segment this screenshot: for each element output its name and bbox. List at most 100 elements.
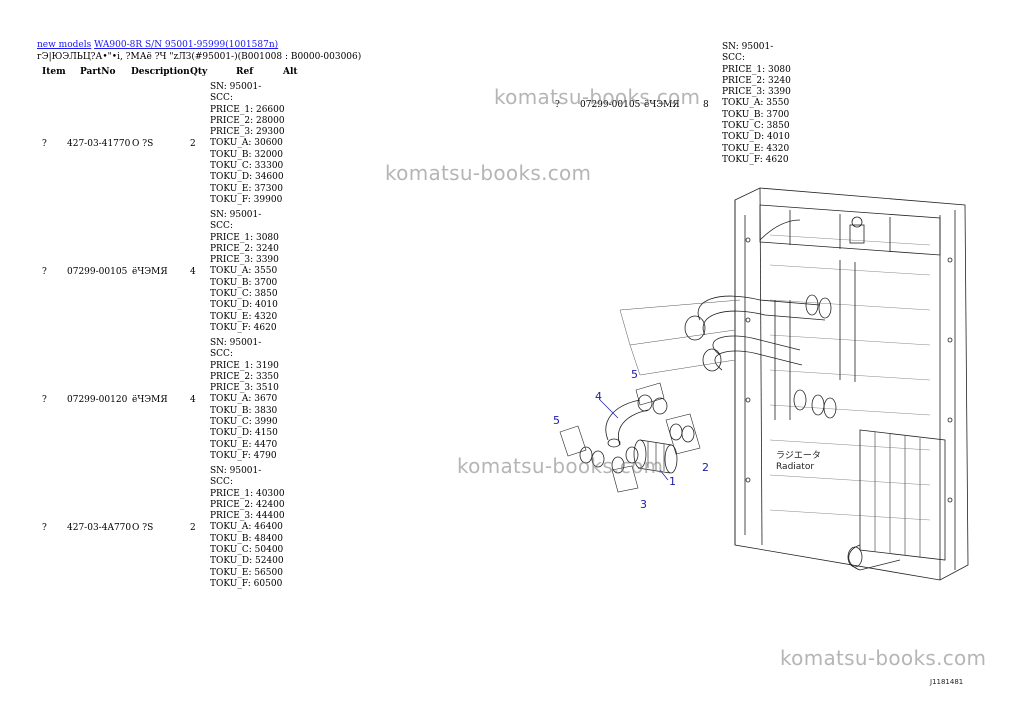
ref-line: PRICE_2: 3240 xyxy=(722,75,791,86)
ref-line: SN: 95001- xyxy=(210,338,262,348)
ref-line: PRICE_3: 3510 xyxy=(210,383,279,394)
ref-line: PRICE_3: 3390 xyxy=(722,87,791,98)
row-description: ёЧЭМЯ xyxy=(644,100,680,110)
ref-line: TOKU_B: 3700 xyxy=(210,277,278,288)
ref-line: TOKU_B: 32000 xyxy=(210,149,284,160)
ref-line: SCC: xyxy=(210,93,233,104)
ref-line: PRICE_3: 29300 xyxy=(210,127,285,138)
ref-line: PRICE_1: 40300 xyxy=(210,488,285,499)
ref-line: TOKU_F: 39900 xyxy=(210,194,283,205)
row-partno: 07299-00105 xyxy=(580,100,641,110)
ref-line: TOKU_D: 4150 xyxy=(210,428,278,439)
ref-line: PRICE_2: 28000 xyxy=(210,115,285,126)
ref-line: TOKU_B: 3700 xyxy=(722,109,790,120)
row-item: ? xyxy=(42,267,47,277)
radiator-label-jp: ラジエータ xyxy=(776,450,821,461)
page-subtitle: гЭ|ЮЭЛЬЦ?А•"•і, ?МАё ?Ч "zЛЗ(#95001-)(B0… xyxy=(37,52,362,62)
row-description: ёЧЭМЯ xyxy=(132,395,168,405)
ref-line: TOKU_A: 3670 xyxy=(210,394,278,405)
breadcrumb: new models WA900-8R S/N 95001-95999(1001… xyxy=(37,40,278,50)
exploded-parts xyxy=(559,382,701,493)
row-item: ? xyxy=(555,100,560,110)
ref-line: TOKU_E: 4320 xyxy=(722,143,790,154)
ref-line: PRICE_1: 3080 xyxy=(722,64,791,75)
ref-line: TOKU_F: 4620 xyxy=(722,154,789,165)
ref-line: TOKU_A: 46400 xyxy=(210,522,283,533)
header-alt: Alt xyxy=(283,67,298,77)
breadcrumb-link-model[interactable]: WA900-8R S/N 95001-95999(1001587n) xyxy=(94,40,279,50)
ref-line: TOKU_B: 48400 xyxy=(210,533,284,544)
ref-line: SCC: xyxy=(210,221,233,232)
ref-line: TOKU_C: 50400 xyxy=(210,545,284,556)
ref-line: TOKU_E: 37300 xyxy=(210,183,283,194)
ref-line: TOKU_E: 56500 xyxy=(210,567,283,578)
row-partno: 427-03-4A770 xyxy=(67,523,132,533)
ref-line: TOKU_A: 3550 xyxy=(722,98,790,109)
ref-line: TOKU_E: 4470 xyxy=(210,439,278,450)
ref-line: TOKU_C: 3990 xyxy=(210,417,278,428)
row-qty: 4 xyxy=(190,267,196,277)
row-description: ёЧЭМЯ xyxy=(132,267,168,277)
callout-3: 3 xyxy=(640,498,647,511)
header-ref: Ref xyxy=(236,67,254,77)
ref-line: PRICE_1: 3190 xyxy=(210,360,279,371)
row-description: O ?S xyxy=(132,523,154,533)
row-ref: SN: 95001- SCC: PRICE_1: 26600 PRICE_2: … xyxy=(210,82,285,206)
ref-line: TOKU_A: 30600 xyxy=(210,138,283,149)
watermark: komatsu-books.com xyxy=(494,85,701,109)
ref-line: TOKU_D: 34600 xyxy=(210,172,284,183)
row-ref: SN: 95001- SCC: PRICE_1: 3080 PRICE_2: 3… xyxy=(722,42,791,166)
ref-line: PRICE_2: 42400 xyxy=(210,499,285,510)
ref-line: SN: 95001- xyxy=(210,466,262,476)
callout-2: 2 xyxy=(702,461,709,474)
row-item: ? xyxy=(42,395,47,405)
ref-line: SN: 95001- xyxy=(210,210,262,220)
callout-5-lower: 5 xyxy=(553,414,560,427)
ref-line: SCC: xyxy=(722,53,745,64)
callout-4: 4 xyxy=(595,390,602,403)
row-qty: 4 xyxy=(190,395,196,405)
ref-line: TOKU_D: 4010 xyxy=(210,300,278,311)
row-qty: 8 xyxy=(703,100,709,110)
row-ref: SN: 95001- SCC: PRICE_1: 3190 PRICE_2: 3… xyxy=(210,338,279,462)
header-item: Item xyxy=(42,67,66,77)
ref-line: SCC: xyxy=(210,477,233,488)
watermark: komatsu-books.com xyxy=(457,454,664,478)
drawing-code: J1181481 xyxy=(929,678,963,686)
ref-line: TOKU_C: 33300 xyxy=(210,161,284,172)
ref-line: PRICE_3: 3390 xyxy=(210,255,279,266)
ref-line: PRICE_2: 3350 xyxy=(210,371,279,382)
ref-line: TOKU_D: 4010 xyxy=(722,132,790,143)
ref-line: TOKU_C: 3850 xyxy=(722,121,790,132)
header-description: Description xyxy=(131,67,190,77)
row-item: ? xyxy=(42,139,47,149)
watermark: komatsu-books.com xyxy=(385,161,592,185)
radiator-label-en: Radiator xyxy=(776,462,814,472)
ref-line: PRICE_1: 3080 xyxy=(210,232,279,243)
ref-line: PRICE_3: 44400 xyxy=(210,511,285,522)
row-partno: 427-03-41770 xyxy=(67,139,131,149)
row-qty: 2 xyxy=(190,139,196,149)
header-partno: PartNo xyxy=(80,67,116,77)
ref-line: TOKU_B: 3830 xyxy=(210,405,278,416)
ref-line: TOKU_F: 60500 xyxy=(210,578,283,589)
row-item: ? xyxy=(42,523,47,533)
radiator-drawing xyxy=(619,187,969,581)
breadcrumb-link-new-models[interactable]: new models xyxy=(37,40,92,50)
ref-line: PRICE_1: 26600 xyxy=(210,104,285,115)
row-description: O ?S xyxy=(132,139,154,149)
callout-1: 1 xyxy=(669,475,676,488)
row-qty: 2 xyxy=(190,523,196,533)
ref-line: TOKU_F: 4620 xyxy=(210,322,277,333)
ref-line: TOKU_D: 52400 xyxy=(210,556,284,567)
ref-line: PRICE_2: 3240 xyxy=(210,243,279,254)
watermark: komatsu-books.com xyxy=(780,646,987,670)
row-partno: 07299-00105 xyxy=(67,267,128,277)
row-ref: SN: 95001- SCC: PRICE_1: 3080 PRICE_2: 3… xyxy=(210,210,279,334)
header-qty: Qty xyxy=(190,67,208,77)
ref-line: SN: 95001- xyxy=(722,42,774,52)
row-ref: SN: 95001- SCC: PRICE_1: 40300 PRICE_2: … xyxy=(210,466,285,590)
ref-line: TOKU_A: 3550 xyxy=(210,266,278,277)
row-partno: 07299-00120 xyxy=(67,395,128,405)
